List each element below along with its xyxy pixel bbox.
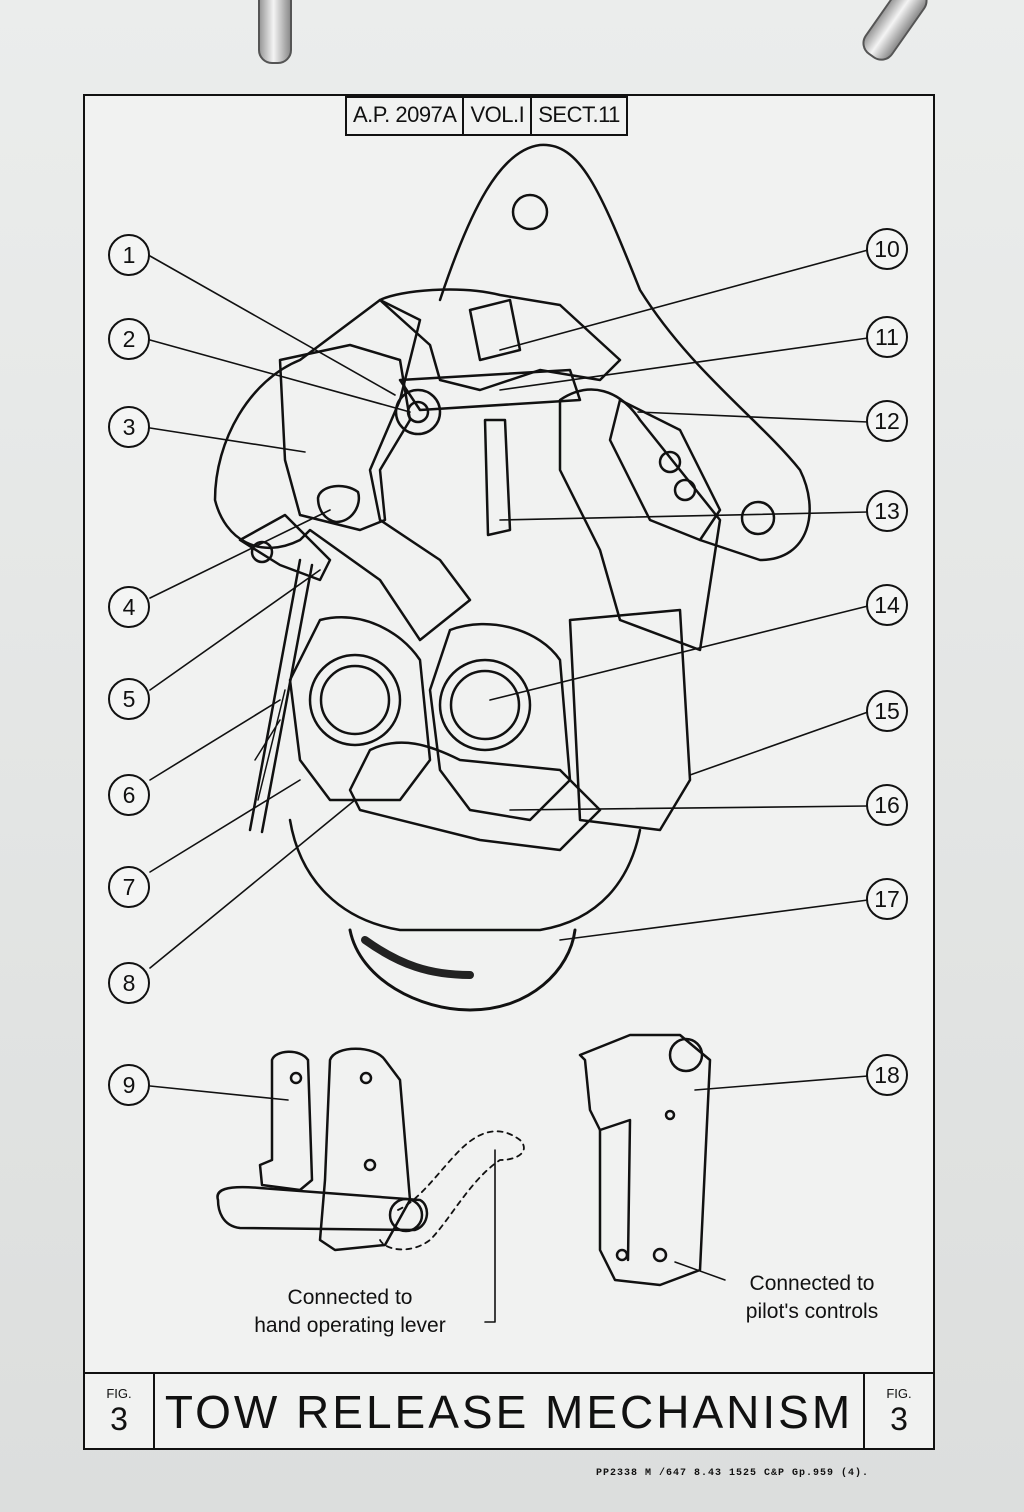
latch-block	[348, 741, 602, 852]
side-lug-hole	[740, 500, 776, 536]
callout-5: 5	[108, 678, 150, 720]
release-ball	[348, 928, 577, 1012]
fig-number-right: 3	[890, 1401, 908, 1437]
main-body-left	[213, 298, 472, 642]
hand-lever-link	[258, 1050, 314, 1192]
section-ref: SECT.11	[538, 102, 620, 127]
right-jaw	[428, 622, 572, 822]
figure-title: TOW RELEASE MECHANISM	[164, 1386, 854, 1438]
pilot-control-bracket	[578, 1033, 712, 1287]
callout-18: 18	[866, 1054, 908, 1096]
right-jaw-boss	[438, 658, 532, 752]
caption-pilot-controls: Connected to pilot's controls	[745, 1272, 879, 1323]
fig-box-right: FIG. 3	[863, 1374, 933, 1450]
left-jaw-boss	[308, 653, 402, 747]
cross-bar	[398, 368, 582, 412]
vertical-rod	[483, 418, 512, 537]
callout-7: 7	[108, 866, 150, 908]
fig-number-left: 3	[110, 1401, 128, 1437]
fig-label-right: FIG.	[886, 1386, 912, 1401]
callout-8: 8	[108, 962, 150, 1004]
link-hole	[250, 540, 274, 564]
left-jaw	[288, 616, 432, 802]
bottom-body	[288, 818, 642, 932]
control-rod	[248, 558, 314, 834]
callout-15: 15	[866, 690, 908, 732]
callout-13: 13	[866, 490, 908, 532]
reference-box: A.P. 2097A VOL.I SECT.11	[345, 96, 628, 136]
publication-ref: A.P. 2097A	[347, 98, 465, 134]
title-bar: FIG. 3 TOW RELEASE MECHANISM FIG. 3	[85, 1372, 933, 1450]
lug-hole	[511, 193, 549, 231]
link-arm	[238, 513, 332, 582]
screw-lower	[673, 478, 697, 502]
callout-9: 9	[108, 1064, 150, 1106]
fig-label-left: FIG.	[106, 1386, 132, 1401]
callout-14: 14	[866, 584, 908, 626]
pawl-plate	[278, 343, 412, 532]
screw-upper	[658, 450, 682, 474]
top-bracket	[378, 288, 622, 392]
callout-10: 10	[866, 228, 908, 270]
drawing-frame	[83, 94, 935, 1450]
pin-head	[316, 484, 361, 524]
attachment-lug	[438, 143, 811, 562]
callout-4: 4	[108, 586, 150, 628]
caption-hand-lever: Connected to hand operating lever	[254, 1286, 446, 1337]
callout-12: 12	[866, 400, 908, 442]
pivot-pin	[394, 388, 442, 436]
callout-3: 3	[108, 406, 150, 448]
callout-6: 6	[108, 774, 150, 816]
callout-2: 2	[108, 318, 150, 360]
callout-11: 11	[866, 316, 908, 358]
volume-ref: VOL.I	[464, 98, 533, 134]
callout-16: 16	[866, 784, 908, 826]
callout-1: 1	[108, 234, 150, 276]
callout-17: 17	[866, 878, 908, 920]
right-plate	[608, 398, 722, 542]
right-arm	[558, 388, 722, 652]
print-code: PP2338 M /647 8.43 1525 C&P Gp.959 (4).	[596, 1468, 870, 1479]
binder-ring-left	[258, 0, 292, 64]
fig-box-left: FIG. 3	[85, 1374, 155, 1450]
